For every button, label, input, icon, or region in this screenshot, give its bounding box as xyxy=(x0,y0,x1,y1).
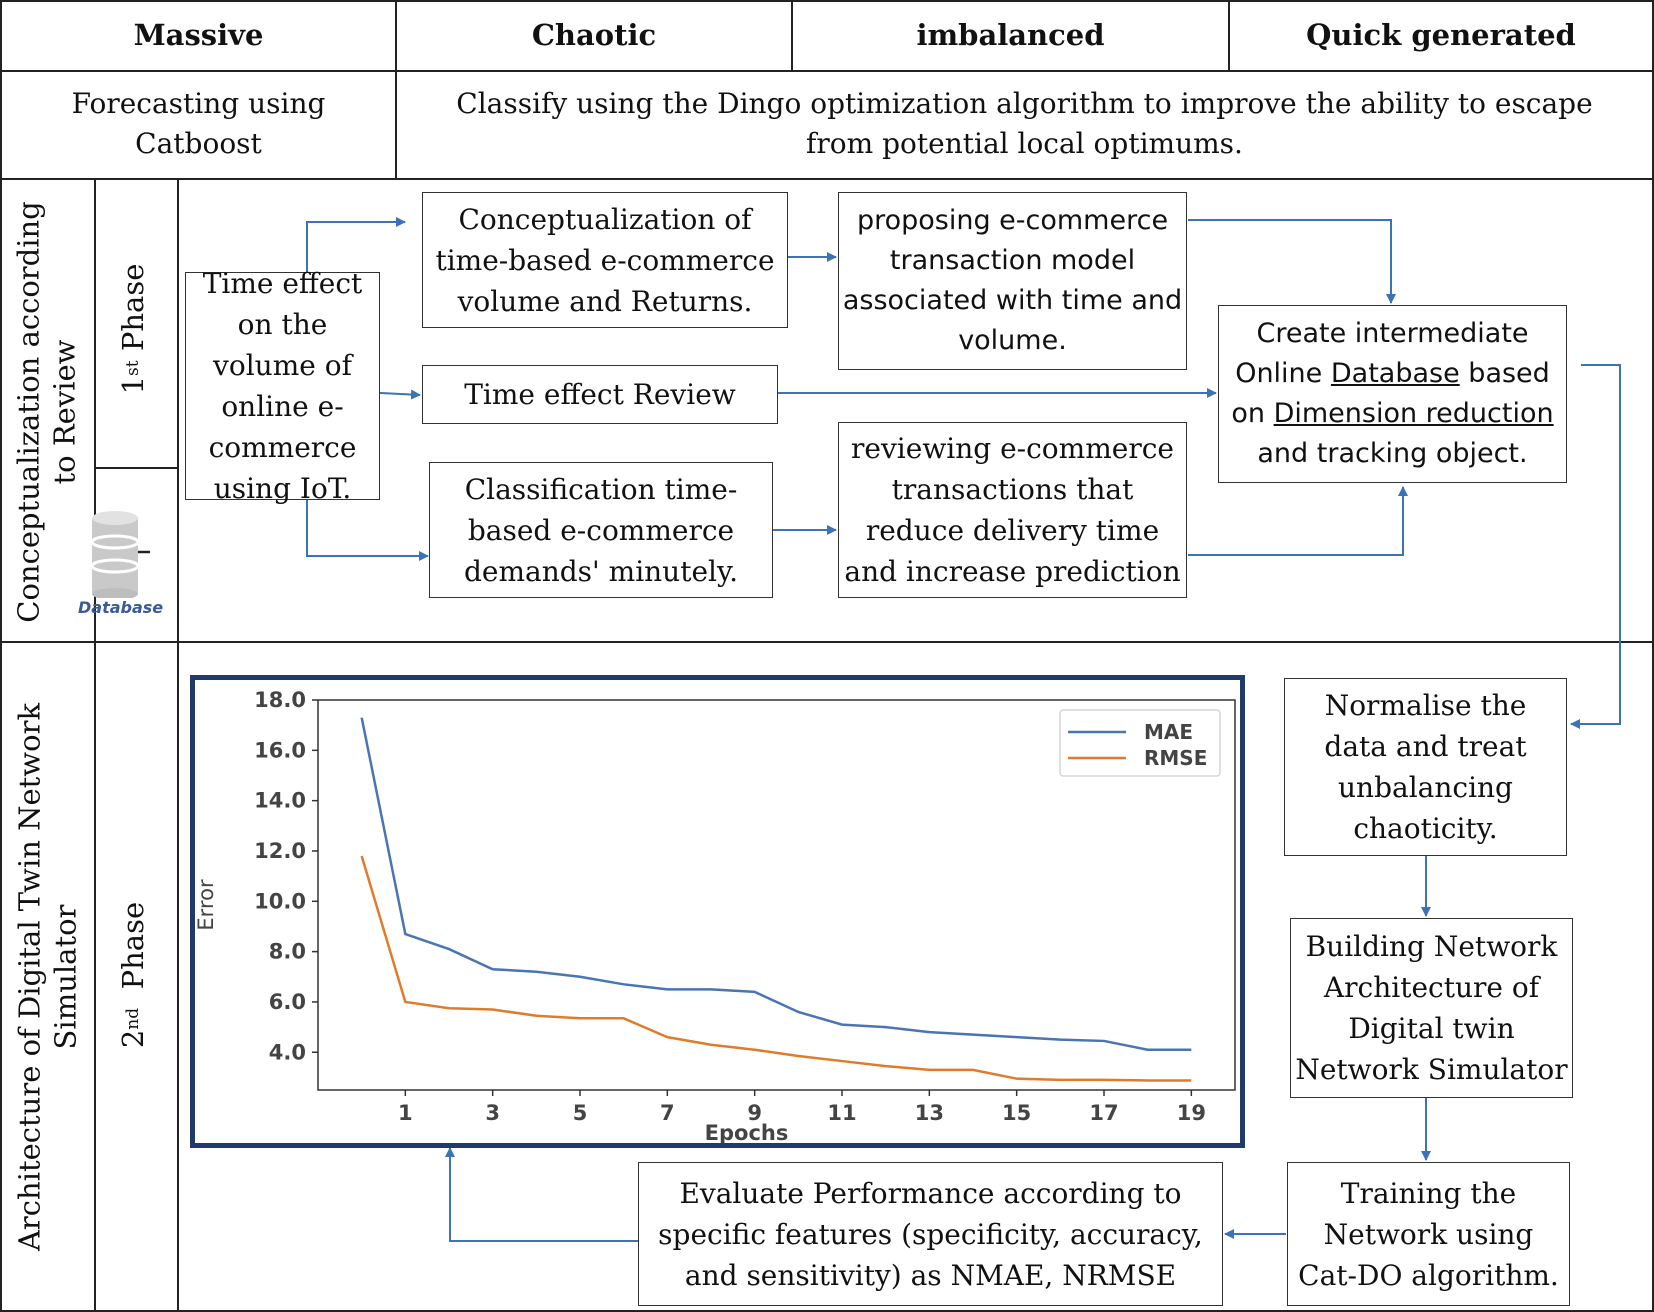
database-icon xyxy=(90,508,162,600)
x-tick-label: 5 xyxy=(573,1101,588,1125)
x-axis-label: Epochs xyxy=(705,1121,789,1143)
x-tick-label: 7 xyxy=(660,1101,675,1125)
x-tick-label: 11 xyxy=(827,1101,856,1125)
database-label: Database xyxy=(78,598,164,617)
y-tick-label: 16.0 xyxy=(254,738,306,762)
y-tick-label: 12.0 xyxy=(254,839,306,863)
building-network-text: Building Network Architecture of Digital… xyxy=(1295,930,1568,1086)
proposing-model-box: proposing e-commerce transaction model a… xyxy=(838,192,1187,370)
y-tick-label: 4.0 xyxy=(269,1040,306,1064)
create-database-line4: and tracking object. xyxy=(1257,438,1528,469)
classification-box: Classification time-based e-commerce dem… xyxy=(429,462,773,598)
classification-text: Classification time-based e-commerce dem… xyxy=(463,472,738,588)
header-chaotic: Chaotic xyxy=(531,18,657,52)
create-database-line2: Online Database based xyxy=(1235,358,1550,389)
x-tick-label: 1 xyxy=(398,1101,413,1125)
x-tick-label: 17 xyxy=(1089,1101,1118,1125)
time-effect-review-text: Time effect Review xyxy=(464,378,736,411)
building-network-box: Building Network Architecture of Digital… xyxy=(1290,918,1573,1098)
y-tick-label: 14.0 xyxy=(254,789,306,813)
x-tick-label: 3 xyxy=(485,1101,500,1125)
legend-box xyxy=(1059,709,1221,777)
reviewing-transactions-text: reviewing e-commerce transactions that r… xyxy=(844,432,1181,588)
normalise-text: Normalise the data and treat unbalancing… xyxy=(1324,689,1527,845)
conceptualization-box: Conceptualization of time-based e-commer… xyxy=(422,192,788,328)
reviewing-transactions-box: reviewing e-commerce transactions that r… xyxy=(838,422,1187,598)
x-tick-label: 19 xyxy=(1177,1101,1206,1125)
evaluate-performance-box: Evaluate Performance according to specif… xyxy=(638,1162,1223,1306)
training-network-text: Training the Network using Cat-DO algori… xyxy=(1298,1176,1559,1292)
proposing-model-text: proposing e-commerce transaction model a… xyxy=(842,205,1183,356)
y-axis-label: Error xyxy=(195,879,218,931)
forecasting-catboost-cell: Forecasting using Catboost xyxy=(2,70,395,178)
create-database-box: Create intermediate Online Database base… xyxy=(1218,305,1567,483)
create-database-line3: on Dimension reduction xyxy=(1231,398,1554,429)
x-tick-label: 13 xyxy=(915,1101,944,1125)
evaluate-performance-text: Evaluate Performance according to specif… xyxy=(658,1176,1203,1292)
create-database-line1: Create intermediate xyxy=(1256,318,1529,349)
time-effect-review-box: Time effect Review xyxy=(422,365,778,424)
header-massive: Massive xyxy=(133,18,264,52)
y-tick-label: 6.0 xyxy=(269,990,306,1014)
y-tick-label: 10.0 xyxy=(254,889,306,913)
conceptualization-text: Conceptualization of time-based e-commer… xyxy=(435,202,775,318)
dingo-optimization-text: Classify using the Dingo optimization al… xyxy=(456,87,1593,160)
legend-label-rmse: RMSE xyxy=(1144,746,1207,770)
normalise-box: Normalise the data and treat unbalancing… xyxy=(1284,678,1567,856)
series-line-rmse xyxy=(360,855,1192,1082)
time-effect-iot-text: Time effect on the volume of online e-co… xyxy=(202,267,363,505)
header-quick-generated: Quick generated xyxy=(1306,18,1576,52)
series-line-mae xyxy=(360,717,1192,1051)
x-tick-label: 15 xyxy=(1002,1101,1031,1125)
dingo-optimization-cell: Classify using the Dingo optimization al… xyxy=(397,70,1652,178)
y-tick-label: 18.0 xyxy=(254,688,306,712)
time-effect-iot-box: Time effect on the volume of online e-co… xyxy=(185,267,380,505)
y-tick-label: 8.0 xyxy=(269,940,306,964)
forecasting-catboost-text: Forecasting using Catboost xyxy=(71,87,326,160)
x-tick-label: 9 xyxy=(747,1101,762,1125)
training-network-box: Training the Network using Cat-DO algori… xyxy=(1287,1162,1570,1306)
header-imbalanced: imbalanced xyxy=(916,18,1105,52)
legend-label-mae: MAE xyxy=(1144,720,1193,744)
